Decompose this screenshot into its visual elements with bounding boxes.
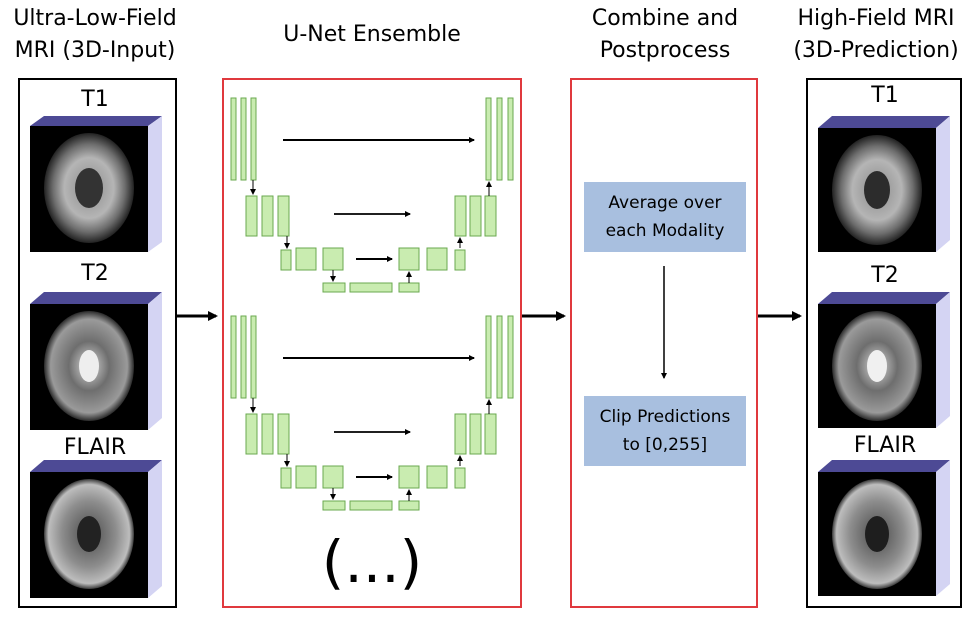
unet2-enc1-block <box>240 315 247 399</box>
combine-title-line2: Postprocess <box>599 38 731 63</box>
output-cube-t1 <box>818 116 950 252</box>
output-cube-flair <box>818 460 950 596</box>
unet1-dec2-block <box>454 195 467 237</box>
output-label-flair: FLAIR <box>853 433 917 458</box>
input-label-flair: FLAIR <box>63 435 127 460</box>
unet2-enc3-block <box>295 465 317 489</box>
input-cube-flair <box>30 460 162 598</box>
unet2-enc2-block <box>245 413 258 455</box>
unet1-enc3-block <box>280 249 292 271</box>
unet1-dec1-block <box>485 97 492 181</box>
unet1-enc2-block <box>245 195 258 237</box>
input-label-t2: T2 <box>81 261 109 286</box>
input-label-t1: T1 <box>81 87 109 112</box>
output-title-line2: (3D-Prediction) <box>793 38 959 63</box>
clip-step-line2: to [0,255] <box>622 435 708 455</box>
output-cube-t2 <box>818 292 950 428</box>
combine-title-line1: Combine and <box>591 6 739 31</box>
unet2-enc1-block <box>230 315 237 399</box>
output-title-line1: High-Field MRI <box>797 6 955 31</box>
unet2-enc2-block <box>277 413 290 455</box>
unet2-dec3-block <box>398 465 420 489</box>
unet2-dec3-block <box>426 465 448 489</box>
output-panel <box>806 78 962 608</box>
unet1-dec1-block <box>496 97 503 181</box>
unet1-enc3-block <box>322 247 344 271</box>
unet1-dec3-block <box>426 247 448 271</box>
unet1-dec3-block <box>398 247 420 271</box>
unet2-dec2-block <box>469 413 482 455</box>
unet1-enc3-block <box>295 247 317 271</box>
unet2-bottleneck-block <box>398 500 420 511</box>
unet2-dec3-block <box>454 467 466 489</box>
unet1-dec2-block <box>484 195 497 237</box>
clip-step-line1: Clip Predictions <box>599 407 731 427</box>
average-step-line1: Average over <box>608 193 722 213</box>
unet1-bottleneck-block <box>398 282 420 293</box>
unet1-bottleneck-block <box>322 282 346 293</box>
unet2-enc3-block <box>280 467 292 489</box>
unet1-enc1-block <box>230 97 237 181</box>
unet2-dec1-block <box>496 315 503 399</box>
unet1-dec1-block <box>507 97 514 181</box>
output-label-t2: T2 <box>871 263 899 288</box>
ensemble-title: U-Net Ensemble <box>283 22 461 47</box>
unet1-enc2-block <box>277 195 290 237</box>
input-title-line1: Ultra-Low-Field <box>13 6 177 31</box>
unet2-enc1-block <box>250 315 257 399</box>
unet1-dec2-block <box>469 195 482 237</box>
average-step: Average over each Modality <box>584 182 746 252</box>
unet2-bottleneck-block <box>322 500 346 511</box>
average-step-line2: each Modality <box>605 221 725 241</box>
unet2-dec1-block <box>507 315 514 399</box>
input-cube-t2 <box>30 292 162 430</box>
unet2-bottleneck-block <box>349 500 393 511</box>
ensemble-ellipsis: (...) <box>321 528 423 596</box>
unet2-dec1-block <box>485 315 492 399</box>
unet2-enc2-block <box>261 413 274 455</box>
unet-ensemble-panel <box>222 78 522 608</box>
unet1-dec3-block <box>454 249 466 271</box>
unet1-enc1-block <box>240 97 247 181</box>
unet1-enc1-block <box>250 97 257 181</box>
unet1-bottleneck-block <box>349 282 393 293</box>
combine-panel <box>570 78 758 608</box>
input-panel <box>18 78 177 608</box>
unet2-dec2-block <box>454 413 467 455</box>
output-label-t1: T1 <box>871 83 899 108</box>
unet2-enc3-block <box>322 465 344 489</box>
input-cube-t1 <box>30 116 162 252</box>
clip-step: Clip Predictions to [0,255] <box>584 396 746 466</box>
unet2-dec2-block <box>484 413 497 455</box>
input-title-line2: MRI (3D-Input) <box>14 38 176 63</box>
unet1-enc2-block <box>261 195 274 237</box>
